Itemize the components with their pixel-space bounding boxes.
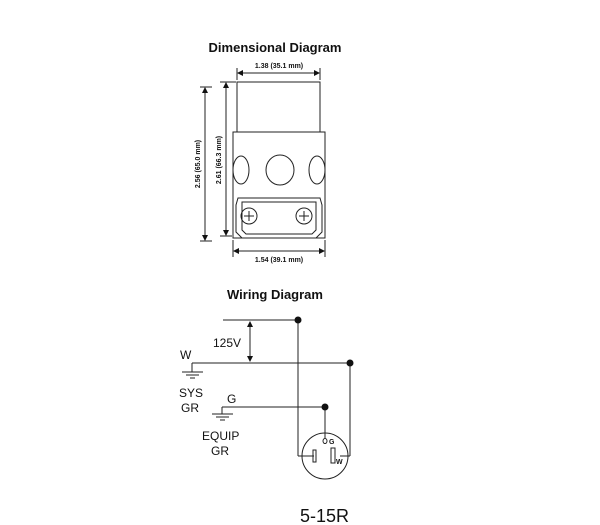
outer-height-label: 2.56 (65.0 mm) — [195, 140, 202, 188]
terminal-screw-left — [240, 207, 258, 225]
model-label: 5-15R — [300, 506, 349, 525]
dimensional-diagram: Dimensional Diagram 1.38 (35.1 mm) 1.54 … — [195, 40, 341, 264]
side-knockout-left — [232, 155, 250, 185]
ground-junction-dot — [321, 403, 329, 411]
equip-gr-label: GR — [211, 444, 229, 458]
bottom-width-label: 1.54 (39.1 mm) — [255, 257, 303, 264]
side-knockout-right — [308, 155, 326, 185]
terminal-screw-right — [295, 207, 313, 225]
wiring-diagram: Wiring Diagram 125V — [179, 287, 354, 525]
receptacle-g-label: G — [329, 439, 335, 446]
dimensional-title: Dimensional Diagram — [209, 40, 342, 55]
receptacle-face — [301, 432, 349, 480]
ground-g-label: G — [227, 392, 236, 406]
voltage-label: 125V — [213, 336, 241, 350]
inner-height-label: 2.61 (66.3 mm) — [216, 136, 223, 184]
center-knockout — [265, 154, 295, 186]
equip-label: EQUIP — [202, 429, 239, 443]
sys-label: SYS — [179, 386, 203, 400]
neutral-w-label: W — [180, 348, 192, 362]
hot-junction-dot — [294, 316, 302, 324]
sys-gr-label: GR — [181, 401, 199, 415]
receptacle-top-body — [236, 81, 321, 133]
receptacle-w-label: W — [336, 459, 343, 466]
wiring-title: Wiring Diagram — [227, 287, 323, 302]
top-width-label: 1.38 (35.1 mm) — [255, 63, 303, 70]
terminal-plate — [235, 197, 323, 239]
neutral-junction-dot — [346, 359, 354, 367]
